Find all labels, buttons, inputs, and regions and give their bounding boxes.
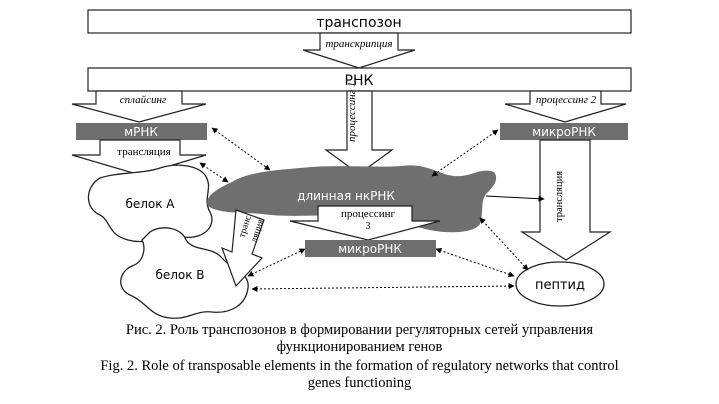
translation-right-arrow: трансляция [519, 139, 613, 261]
mrna-label: мРНК [124, 125, 158, 139]
long-ncrna-blob: длинная нкРНК [207, 165, 497, 233]
peptide-ellipse: пептид [515, 261, 605, 307]
long-ncrna-label: длинная нкРНК [297, 189, 395, 203]
proteinb-mirna-link [247, 248, 306, 277]
ncrna-peptide-link [479, 217, 529, 271]
mirna-ncrna-link [431, 129, 499, 177]
processing3-arrow: процессинг 3 [289, 205, 441, 241]
transcription-arrow: транскрипция [302, 32, 416, 69]
ncrna-to-translation-arrow [485, 195, 545, 202]
mirna-top-label: микроРНК [532, 125, 596, 139]
protein-a-blob: белок А [87, 164, 213, 243]
mirna-bottom-label: микроРНК [338, 242, 402, 256]
rna-box: РНК [87, 67, 632, 92]
caption-ru-line2: функционированием генов [276, 339, 443, 355]
processing1-arrow: процессинг 1 [324, 82, 394, 175]
protein-b-label: белок В [155, 268, 204, 282]
splicing-arrow: сплайсинг [71, 90, 207, 123]
transposon-label: транспозон [316, 15, 401, 31]
transcription-label: транскрипция [325, 38, 392, 50]
processing1-label: процессинг 1 [346, 82, 358, 142]
processing3-label-line2: 3 [366, 221, 371, 232]
proteina-ncrna-link [199, 162, 229, 183]
caption-ru-line1: Рис. 2. Роль транспозонов в формировании… [125, 322, 594, 338]
translation-label: трансляция [117, 146, 170, 158]
translation-right-label: трансляция [554, 171, 565, 222]
interaction-arrows [199, 127, 529, 292]
mrna-box: мРНК [76, 123, 207, 140]
mirna-bottom-box: микроРНК [305, 240, 436, 257]
protein-b-blob: белок В [120, 227, 249, 319]
mirna-peptide-link [435, 247, 515, 278]
mrna-ncrna-link [211, 127, 271, 171]
processing2-label: процессинг 2 [536, 94, 597, 106]
splicing-label: сплайсинг [120, 94, 167, 106]
caption-en-line2: genes functioning [307, 375, 412, 391]
peptide-label: пептид [535, 278, 585, 293]
transposon-box: транспозон [87, 9, 632, 34]
mirna-top-box: микроРНК [500, 123, 628, 140]
protein-a-label: белок А [125, 197, 175, 211]
caption-en-line1: Fig. 2. Role of transposable elements in… [100, 358, 619, 374]
proteinb-peptide-link [251, 283, 515, 292]
processing2-arrow: процессинг 2 [504, 90, 627, 123]
processing3-label-line1: процессинг [341, 208, 395, 220]
rna-label: РНК [345, 73, 374, 89]
